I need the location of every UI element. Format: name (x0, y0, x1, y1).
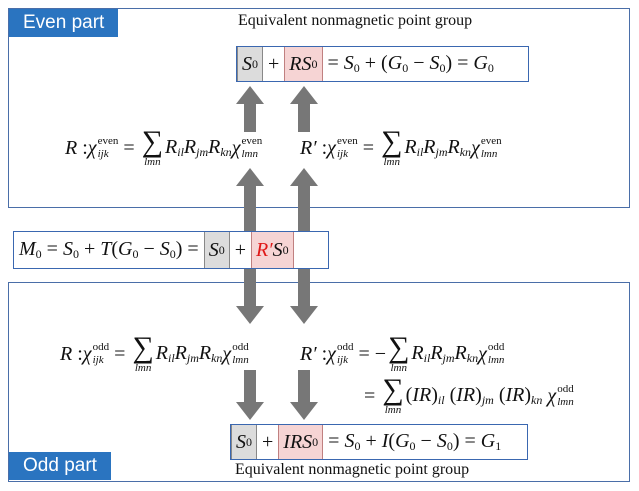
even-caption: Equivalent nonmagnetic point group (238, 12, 473, 29)
even-part-tag: Even part (9, 9, 119, 37)
even-part-panel (8, 8, 630, 208)
odd-part-tag: Odd part (9, 452, 111, 480)
odd-caption: Equivalent nonmagnetic point group (235, 461, 470, 478)
